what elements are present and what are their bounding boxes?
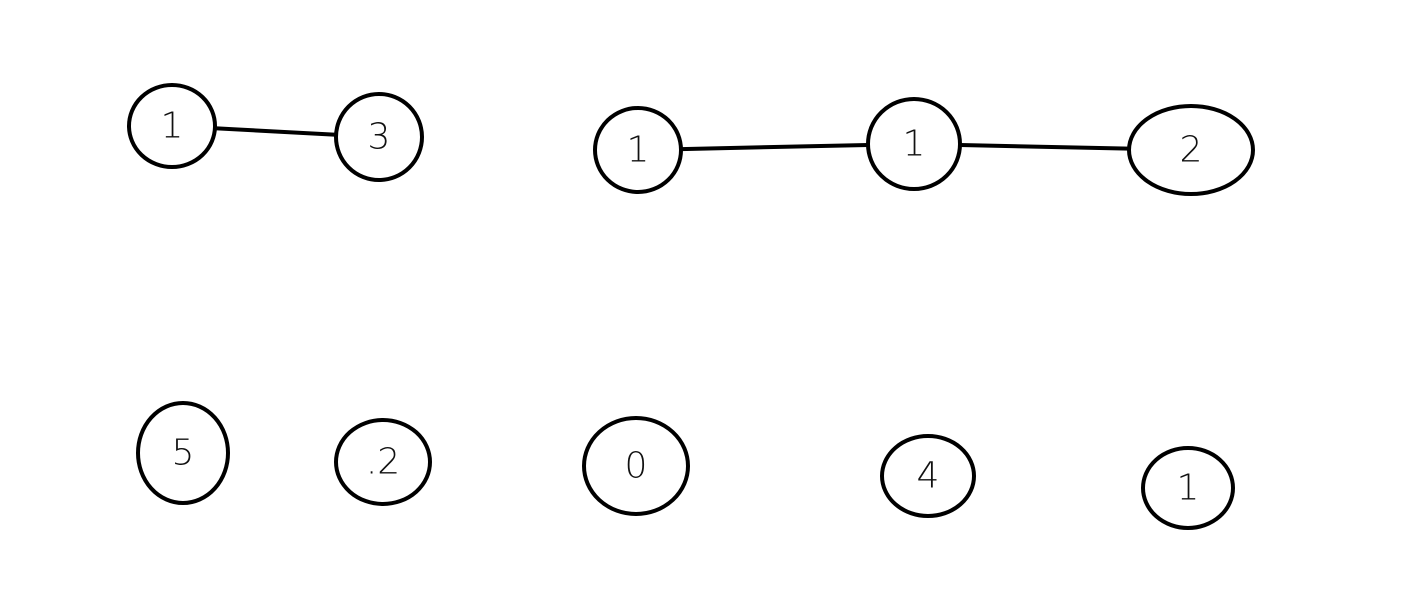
node-label: 1 xyxy=(1177,468,1200,509)
edge-a1-a2 xyxy=(212,126,339,137)
node-circle xyxy=(334,418,432,506)
graph-node: 0 xyxy=(582,416,690,516)
node-label: 2 xyxy=(1180,130,1203,171)
node-circle xyxy=(334,92,424,182)
graph-node: 2 xyxy=(1127,104,1255,196)
node-circle xyxy=(136,401,230,505)
graph-node: 5 xyxy=(136,401,230,505)
graph-node: 1 xyxy=(127,83,217,169)
edge-b2-b3 xyxy=(957,142,1132,151)
nodes: 1 3 1 1 2 5 .2 0 4 1 xyxy=(127,83,1255,530)
graph-node: 4 xyxy=(880,434,976,518)
node-label: 5 xyxy=(172,433,195,474)
node-circle xyxy=(593,106,683,194)
node-circle xyxy=(1127,104,1255,196)
node-circle xyxy=(866,97,962,191)
node-label: 1 xyxy=(161,106,184,147)
graph-node: 1 xyxy=(593,106,683,194)
node-label: .2 xyxy=(366,442,400,483)
node-circle xyxy=(127,83,217,169)
graph-node: 1 xyxy=(866,97,962,191)
node-label: 0 xyxy=(625,446,648,487)
node-label: 4 xyxy=(917,456,940,497)
edge-b1-b2 xyxy=(678,142,871,152)
graph-node: 1 xyxy=(1141,446,1235,530)
node-circle xyxy=(880,434,976,518)
edges xyxy=(212,126,1132,152)
node-label: 1 xyxy=(627,130,650,171)
node-label: 1 xyxy=(903,124,926,165)
graph-node: .2 xyxy=(334,418,432,506)
node-circle xyxy=(1141,446,1235,530)
graph-node: 3 xyxy=(334,92,424,182)
node-label: 3 xyxy=(368,117,391,158)
node-circle xyxy=(582,416,690,516)
